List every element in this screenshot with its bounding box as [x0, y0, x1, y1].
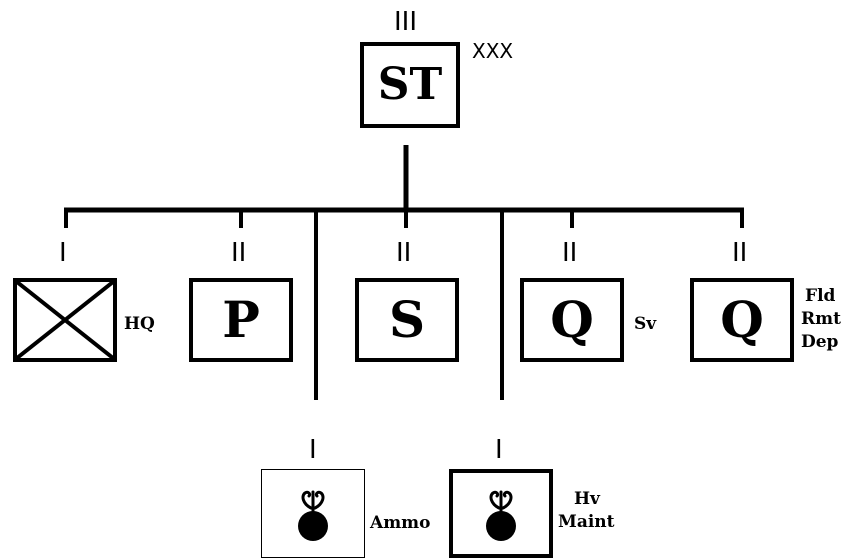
q-frd-unit-box: Q — [690, 278, 794, 362]
top-size-mark: XXX — [472, 39, 514, 63]
s-echelon-mark: II — [396, 238, 412, 268]
q-frd-label: Fld Rmt Dep — [801, 285, 841, 354]
q-frd-unit-code: Q — [720, 290, 764, 349]
hv-maint-echelon-mark: I — [495, 435, 503, 465]
hq-label: HQ — [124, 314, 155, 334]
p-echelon-mark: II — [231, 238, 247, 268]
hq-echelon-mark: I — [59, 238, 67, 268]
s-unit-code: S — [388, 290, 426, 349]
q-sv-unit-code: Q — [550, 290, 594, 349]
hq-unit-box — [13, 278, 117, 362]
q-frd-label-line-3: Dep — [801, 332, 839, 352]
ordnance-bomb-icon — [298, 490, 328, 541]
hv-maint-label-line-1: Hv — [574, 489, 600, 509]
q-sv-unit-box: Q — [520, 278, 624, 362]
ammo-unit-box — [261, 469, 365, 558]
q-frd-label-line-1: Fld — [805, 286, 836, 306]
q-frd-label-line-2: Rmt — [801, 309, 841, 329]
s-unit-box: S — [355, 278, 459, 362]
ammo-echelon-mark: I — [309, 435, 317, 465]
top-echelon-mark: III — [394, 7, 418, 37]
p-unit-code: P — [222, 290, 260, 349]
p-unit-box: P — [189, 278, 293, 362]
ordnance-bomb-icon — [486, 490, 516, 541]
hv-maint-unit-box — [449, 469, 553, 558]
top-unit-code: ST — [377, 59, 443, 110]
q-sv-label: Sv — [634, 314, 657, 334]
hv-maint-label: Hv Maint — [558, 488, 615, 534]
headquarters-cross-icon — [17, 282, 113, 358]
q-sv-echelon-mark: II — [562, 238, 578, 268]
hv-maint-label-line-2: Maint — [558, 512, 615, 532]
q-frd-echelon-mark: II — [732, 238, 748, 268]
top-unit-box: ST — [360, 42, 460, 128]
ammo-label: Ammo — [370, 513, 431, 533]
